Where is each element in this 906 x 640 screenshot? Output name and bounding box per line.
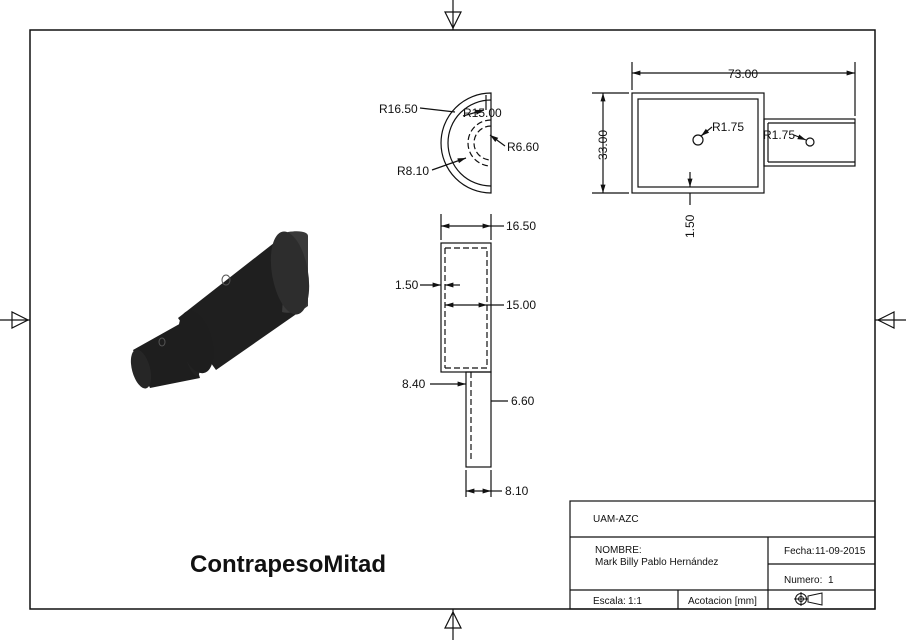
dim-side-1-50: 1.50 bbox=[683, 214, 697, 238]
institution-label: UAM-AZC bbox=[593, 514, 639, 525]
dim-front-15-00: 15.00 bbox=[506, 298, 536, 312]
dim-top-r15-00: R15.00 bbox=[463, 106, 502, 120]
dim-side-r1-75-b: R1.75 bbox=[763, 128, 795, 142]
name-label: NOMBRE: bbox=[595, 545, 642, 556]
date-label: Fecha: bbox=[784, 546, 815, 557]
date-value: 11-09-2015 bbox=[815, 546, 866, 557]
number-label: Numero: bbox=[784, 575, 822, 586]
title-block bbox=[569, 500, 876, 610]
name-value: Mark Billy Pablo Hernández bbox=[595, 557, 718, 568]
top-view bbox=[419, 92, 506, 194]
dim-front-6-60: 6.60 bbox=[511, 394, 535, 408]
number-value: 1 bbox=[828, 575, 834, 586]
dim-side-73-00: 73.00 bbox=[728, 67, 758, 81]
dim-front-1-50: 1.50 bbox=[395, 278, 419, 292]
first-angle-projection-icon bbox=[794, 592, 823, 606]
scale-value: 1:1 bbox=[628, 596, 642, 607]
dim-front-8-10: 8.10 bbox=[505, 484, 529, 498]
scale-label: Escala: bbox=[593, 596, 626, 607]
drawing-border bbox=[29, 29, 876, 610]
isometric-view bbox=[130, 231, 310, 389]
dim-side-33-00: 33.00 bbox=[596, 130, 610, 160]
units-label: Acotacion [mm] bbox=[688, 596, 757, 607]
side-view bbox=[592, 62, 856, 205]
dim-side-r1-75-a: R1.75 bbox=[712, 120, 744, 134]
dim-top-r6-60: R6.60 bbox=[507, 140, 539, 154]
drawing-title: ContrapesoMitad bbox=[190, 551, 386, 578]
front-view bbox=[420, 214, 508, 497]
dim-front-16-50: 16.50 bbox=[506, 219, 536, 233]
dim-top-r8-10: R8.10 bbox=[397, 164, 429, 178]
dim-top-r16-50: R16.50 bbox=[379, 102, 418, 116]
dim-front-8-40: 8.40 bbox=[402, 377, 426, 391]
